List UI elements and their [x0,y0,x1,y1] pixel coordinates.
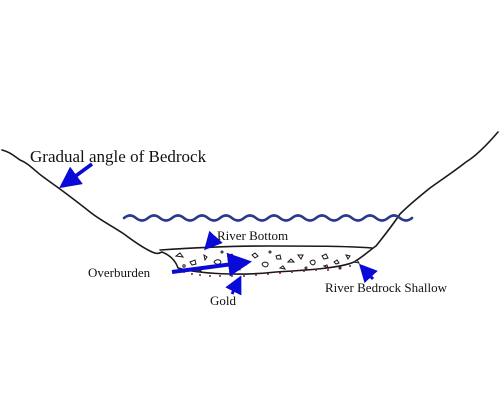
label-river-bottom: River Bottom [217,228,288,243]
arrow-icon [59,162,94,189]
water-surface-line [122,214,414,222]
label-bedrock-angle: Gradual angle of Bedrock [30,147,207,166]
arrow-icon [358,263,378,284]
bedrock-profile-line [1,131,499,275]
arrow-icon [225,275,242,296]
arrow-icon [171,252,252,277]
river-bottom-line [159,245,373,251]
label-bedrock-shallow: River Bedrock Shallow [325,280,448,295]
label-overburden: Overburden [88,265,151,280]
label-gold: Gold [210,293,237,308]
arrow-icon [203,230,223,251]
